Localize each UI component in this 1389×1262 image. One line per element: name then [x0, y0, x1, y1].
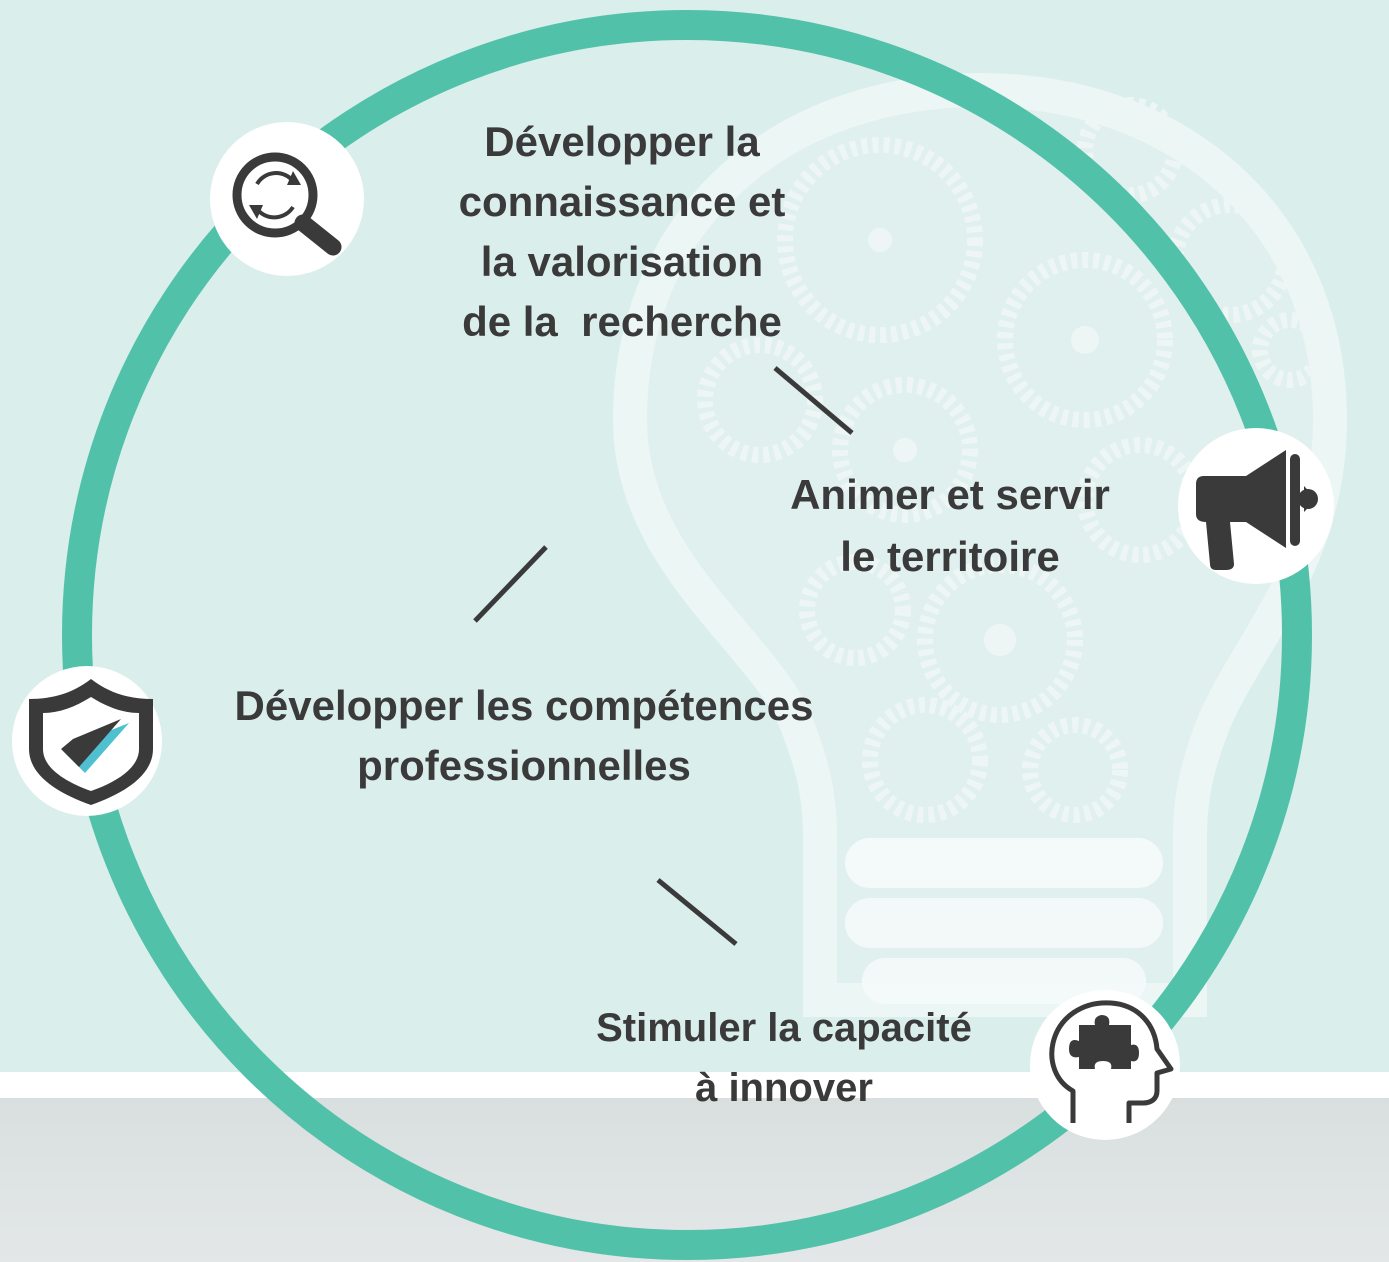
label-territoire: Animer et servir le territoire [740, 464, 1160, 588]
label-recherche: Développer la connaissance et la valoris… [400, 112, 844, 352]
label-innover-line-1: Stimuler la capacité [596, 1006, 972, 1050]
badge-competences [12, 666, 162, 816]
connector-line-3 [656, 878, 738, 946]
label-recherche-line-2: connaissance et [458, 178, 786, 225]
label-territoire-line-2: le territoire [840, 533, 1060, 580]
label-competences-line-1: Développer les compétences [234, 682, 814, 729]
badge-territoire [1178, 428, 1334, 584]
label-competences-line-2: professionnelles [357, 742, 691, 789]
label-innover-line-2: à innover [695, 1066, 873, 1110]
search-cycle-icon [232, 152, 342, 256]
label-territoire-line-1: Animer et servir [790, 471, 1110, 518]
cycle-ring [62, 10, 1312, 1260]
megaphone-icon [1196, 450, 1318, 570]
label-competences: Développer les compétences professionnel… [150, 676, 898, 796]
label-recherche-line-3: la valorisation [480, 238, 764, 285]
label-recherche-line-4: de la recherche [462, 298, 782, 345]
badge-innover [1030, 990, 1180, 1140]
head-puzzle-icon [1049, 1000, 1174, 1123]
connector-line-2 [473, 545, 548, 623]
badge-recherche [210, 122, 364, 276]
label-innover: Stimuler la capacité à innover [530, 998, 1038, 1118]
lightbulb-gears-illustration [612, 72, 1348, 1017]
connector-line-1 [773, 366, 854, 435]
label-recherche-line-1: Développer la [484, 118, 760, 165]
shield-check-icon [29, 679, 153, 805]
